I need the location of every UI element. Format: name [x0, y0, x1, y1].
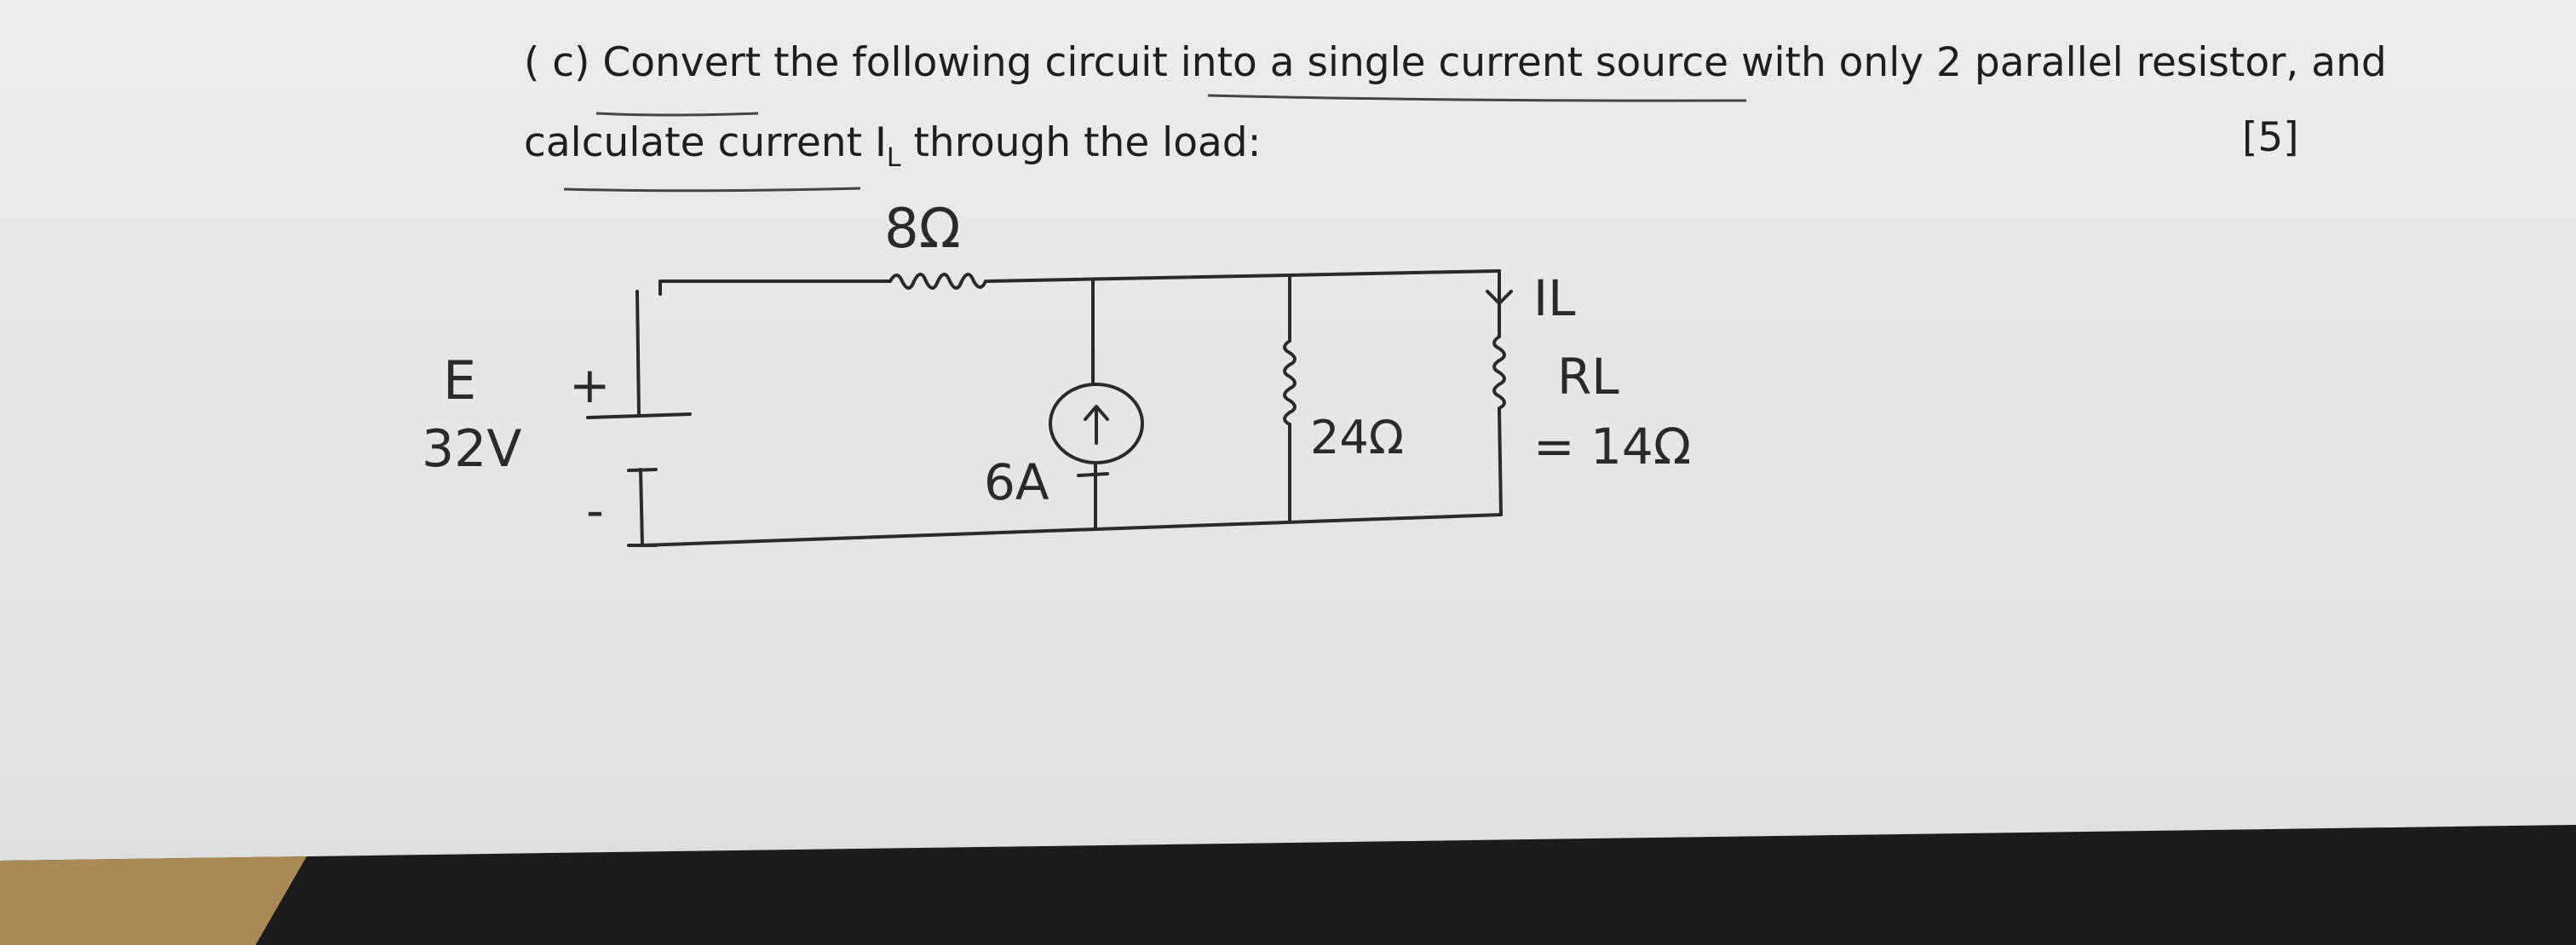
current-source-tick [1077, 472, 1109, 477]
negative-terminal-label: - [586, 481, 604, 539]
current-source-circle [1049, 383, 1144, 464]
positive-terminal-label: + [569, 356, 611, 414]
question-line-1: ( c) Convert the following circuit into … [524, 39, 2387, 86]
current-source-label: 6A [984, 453, 1049, 511]
current-source-arrow [1084, 405, 1109, 445]
top-wire [658, 269, 1501, 283]
resistor-8-ohm-label: 8Ω [884, 198, 961, 261]
question-line-2: calculate current IL through the load: [524, 119, 1262, 173]
source-name-label: E [443, 349, 477, 412]
load-lower-wire [1498, 407, 1503, 516]
source-value-label: 32V [422, 419, 522, 479]
load-resistor [1492, 335, 1506, 410]
question-line-2-start: calculate current I [524, 119, 887, 166]
question-line-2-end: through the load: [900, 119, 1262, 166]
battery-lower-stem [639, 468, 644, 547]
resistor-8-ohm [888, 273, 987, 290]
load-current-label: IL [1533, 269, 1576, 327]
resistor-24-ohm [1283, 339, 1297, 426]
load-resistor-name-label: RL [1557, 348, 1619, 406]
load-current-arrow [1486, 290, 1513, 305]
underline-calculate [563, 187, 861, 193]
battery-long-plate [635, 290, 641, 415]
resistor-24-ohm-label: 24Ω [1310, 411, 1404, 464]
bottom-wire [641, 513, 1503, 547]
underline-current-source [1207, 94, 1747, 102]
marks-label: [5] [2242, 114, 2299, 161]
load-resistor-value-label: = 14Ω [1533, 418, 1692, 475]
current-subscript: L [886, 143, 901, 173]
underline-convert [595, 112, 759, 117]
battery-top-plate [586, 412, 692, 419]
